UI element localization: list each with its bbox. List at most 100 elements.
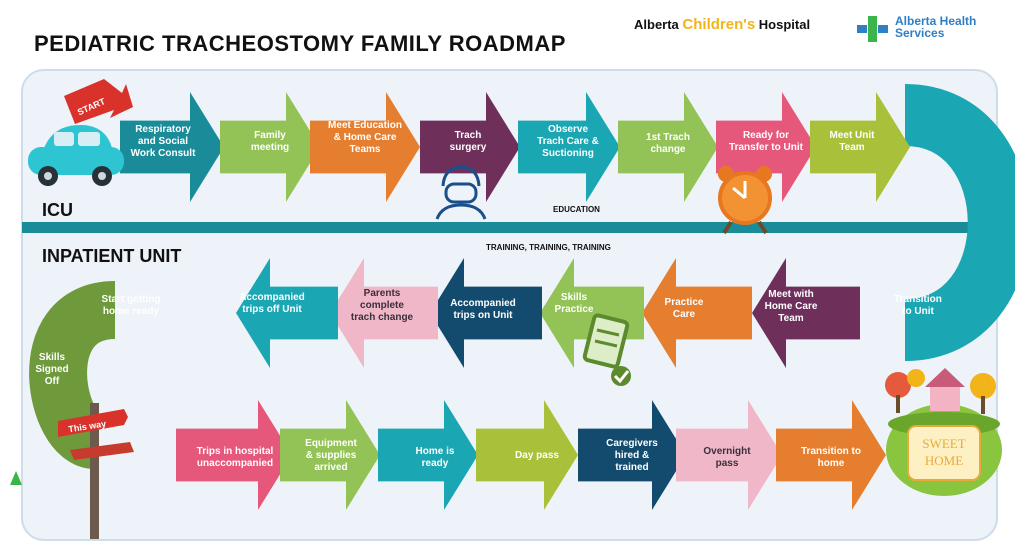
step-line: Meet Education xyxy=(328,120,402,131)
step-line: Family xyxy=(254,130,286,141)
ahs-cross-left xyxy=(857,25,867,33)
step-line: Trach Care & xyxy=(537,136,599,147)
green-marker-icon xyxy=(10,471,22,485)
step-arrow-first-change xyxy=(618,92,718,202)
step-arrow-meet-edu xyxy=(310,92,420,202)
page-title: PEDIATRIC TRACHEOSTOMY FAMILY ROADMAP xyxy=(34,31,566,56)
signpost-pole xyxy=(90,403,99,539)
step-arrow-trips-hospital xyxy=(176,400,292,510)
surgeon-cap xyxy=(441,165,481,187)
home-text: HOME xyxy=(925,453,963,468)
step-line: meeting xyxy=(251,142,289,153)
signpost-sign-bottom xyxy=(70,442,134,460)
home-trunk-left xyxy=(896,395,900,413)
step-line: Trach xyxy=(455,130,482,141)
step-line: Practice xyxy=(555,304,594,315)
step-line: trach change xyxy=(351,312,414,323)
step-line: Respiratory xyxy=(135,124,191,135)
step-line: Practice xyxy=(665,297,704,308)
step-line: trained xyxy=(615,462,648,473)
start-flag: START xyxy=(64,79,133,124)
ahs-line1: Alberta Health xyxy=(895,14,977,28)
signpost-icon: This way xyxy=(58,403,134,539)
clock-leg-left xyxy=(722,220,733,235)
step-arrow-family xyxy=(220,92,320,202)
clock-leg-right xyxy=(757,220,768,235)
step-line: Work Consult xyxy=(131,148,196,159)
step-arrow-caregivers xyxy=(578,400,686,510)
step-line: home ready xyxy=(103,306,160,317)
step-line: Suctioning xyxy=(542,148,594,159)
ach-childrens: Children's xyxy=(682,16,756,33)
step-line: Transfer to Unit xyxy=(729,142,804,153)
start-arrow-shape xyxy=(64,79,133,124)
alarm-clock-icon xyxy=(718,166,772,235)
education-label: EDUCATION xyxy=(553,205,600,214)
step-line: Transition to xyxy=(801,446,861,457)
step-line: home xyxy=(818,458,845,469)
step-arrow-equipment xyxy=(280,400,380,510)
step-line: hired & xyxy=(615,450,649,461)
home-tree-small xyxy=(907,369,925,387)
step-line: Accompanied xyxy=(450,298,516,309)
step-arrow-resp xyxy=(120,92,224,202)
step-arrow-meet-homecare xyxy=(752,258,860,368)
ahs-line2: Services xyxy=(895,26,945,40)
step-line: Meet Unit xyxy=(830,130,876,141)
step-arrow-meet-unit xyxy=(810,92,910,202)
step-line: ready xyxy=(422,458,449,469)
car-window xyxy=(54,132,74,146)
step-line: 1st Trach xyxy=(646,132,690,143)
surgeon-shoulders xyxy=(435,203,487,220)
step-line: Off xyxy=(45,376,60,387)
clipboard-line-2 xyxy=(594,339,618,348)
car-window-rear xyxy=(78,132,100,146)
surgeon-icon xyxy=(435,165,487,220)
step-arrow-practice-care xyxy=(642,258,752,368)
step-arrow-skills-practice xyxy=(540,258,644,368)
step-arrow-accomp-off xyxy=(236,258,338,368)
step-line: Team xyxy=(778,313,803,324)
step-line: Care xyxy=(673,309,696,320)
home-house-roof xyxy=(925,368,965,387)
step-line: Teams xyxy=(350,144,381,155)
check-circle xyxy=(611,366,631,386)
car-icon xyxy=(28,124,124,186)
training-label: TRAINING, TRAINING, TRAINING xyxy=(486,243,611,252)
ahs-name: Alberta Health Services xyxy=(895,15,976,39)
step-line: Parents xyxy=(364,288,401,299)
step-arrow-day-pass xyxy=(476,400,578,510)
step-arrow-ready-transfer xyxy=(716,92,816,202)
curve-right xyxy=(902,84,1015,361)
step-line: Start getting xyxy=(102,294,161,305)
ahs-cross-right xyxy=(878,25,888,33)
step-line: change xyxy=(650,144,685,155)
step-arrow-home-ready xyxy=(378,400,478,510)
step-line: unaccompanied xyxy=(197,458,273,469)
step-arrow-accomp-on xyxy=(430,258,542,368)
curve-left xyxy=(29,281,118,469)
step-line: Accompanied xyxy=(239,292,305,303)
clock-hand-short xyxy=(732,186,746,200)
sweet-home-icon: SWEET HOME xyxy=(885,368,1002,496)
clipboard-board xyxy=(582,313,630,369)
